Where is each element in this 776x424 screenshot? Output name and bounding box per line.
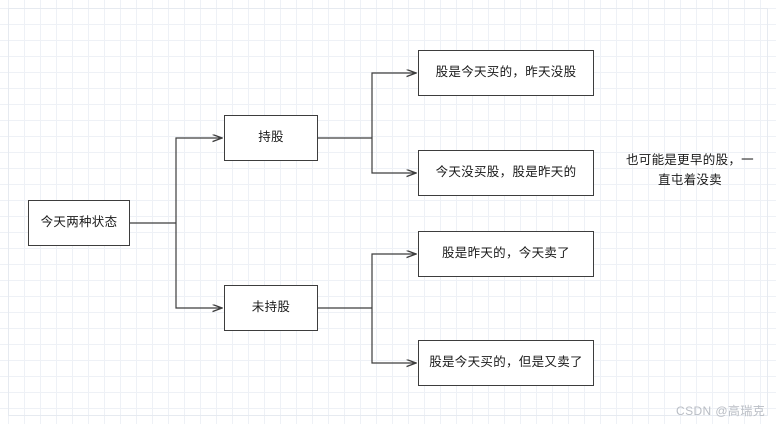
edge-root-to-hold [175, 138, 222, 223]
annotation-earlier-stock: 也可能是更早的股，一直屯着没卖 [625, 153, 754, 187]
node-bought-today-none-yesterday[interactable]: 股是今天买的，昨天没股 [418, 50, 594, 96]
edge-nohold-to-nohold-a [371, 254, 416, 308]
node-today-two-states[interactable]: 今天两种状态 [28, 200, 130, 246]
node-bought-today-sold-today[interactable]: 股是今天买的，但是又卖了 [418, 340, 594, 386]
edge-root-to-nohold [175, 223, 222, 308]
edge-hold-to-hold-b [371, 138, 416, 173]
edge-nohold-to-nohold-b [371, 308, 416, 363]
csdn-watermark: CSDN @高瑞克 [676, 404, 766, 418]
edge-hold-to-hold-a [371, 73, 416, 138]
node-not-holding[interactable]: 未持股 [224, 285, 318, 331]
node-no-buy-today-held-from-yesterday[interactable]: 今天没买股，股是昨天的 [418, 150, 594, 196]
node-yesterday-stock-sold-today[interactable]: 股是昨天的，今天卖了 [418, 231, 594, 277]
node-holding[interactable]: 持股 [224, 115, 318, 161]
